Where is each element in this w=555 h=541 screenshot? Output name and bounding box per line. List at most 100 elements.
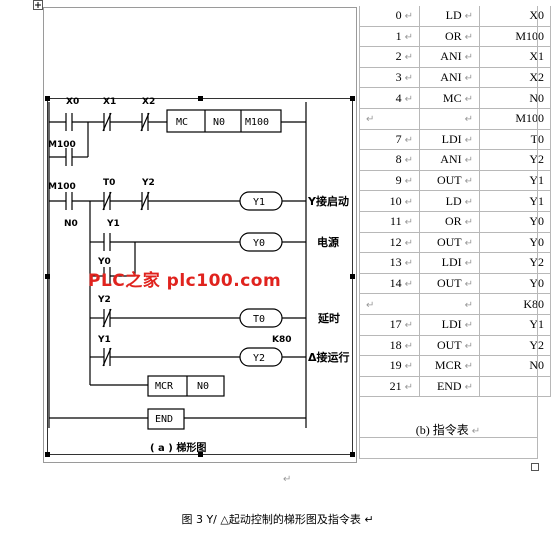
contact-label-m100-b: M100 [48,182,76,192]
contact-label-y0: Y0 [97,257,111,267]
paragraph-mark: ↵ [404,217,413,229]
cell-text: LDI [441,317,462,332]
cell-text: 17 [389,317,402,332]
table-cell-arg: X0 [479,6,551,27]
table-cell-op: OUT↵ [419,335,480,357]
cell-text: K80 [523,296,544,311]
table-row: 17↵ LDI↵ Y1 [359,314,551,336]
table-cell-step: ↵ [359,293,420,315]
cell-text: OUT [436,234,462,249]
paragraph-mark: ↵ [464,320,473,332]
table-row: 0↵LD↵X0 [359,6,551,27]
table-row: 3↵ANI↵X2 [359,67,551,89]
table-row: 2↵ANI↵X1 [359,46,551,68]
table-cell-arg [479,376,551,398]
contact-label-t0: T0 [103,178,115,188]
table-bottom-border [359,458,538,459]
paragraph-mark: ↵ [404,381,413,393]
cell-text: ANI [440,152,462,167]
table-resize-handle[interactable] [531,463,539,471]
paragraph-mark: ↵ [464,217,473,229]
table-cell-step: 11↵ [359,211,420,233]
paragraph-mark: ↵ [404,196,413,208]
mcr-box-n0: N0 [197,381,209,392]
contact-label-y2-b: Y2 [97,295,111,305]
mc-box-n0: N0 [213,117,225,128]
paragraph-mark: ↵ [464,155,473,167]
paragraph-mark: ↵ [464,93,473,105]
paragraph-mark: ↵ [404,93,413,105]
cell-text: Y2 [529,338,544,352]
cell-text: Y0 [529,214,544,228]
cell-text: 8 [395,152,402,167]
paragraph-mark: ↵ [464,11,473,23]
table-row: 8↵ANI↵Y2 [359,149,551,171]
table-cell-op: MCR↵ [419,355,480,377]
paragraph-mark: ↵ [404,52,413,64]
table-cell-step: 14↵ [359,273,420,295]
paragraph-mark: ↵ [471,426,481,437]
coil-y2: Y2 [253,353,265,364]
label-delta-run: Δ接运行 [308,350,350,364]
contact-label-m100-a: M100 [48,140,76,150]
table-cell-arg: K80 [479,293,551,315]
contact-label-y1-a: Y1 [106,219,120,229]
contact-label-y2-a: Y2 [141,178,155,188]
coil-y1: Y1 [253,197,265,208]
table-cell-arg: Y0 [479,211,551,233]
contact-label-x0: X0 [66,97,79,107]
cell-text: LDI [441,131,462,146]
cell-text: ANI [440,70,462,85]
cell-text: MC [442,90,462,105]
paragraph-mark: ↵ [464,299,473,311]
contact-label-x2: X2 [142,97,155,107]
table-cell-step: 18↵ [359,335,420,357]
paragraph-mark: ↵ [464,73,473,85]
paragraph-mark: ↵ [404,176,413,188]
cell-text: 10 [389,193,402,208]
cell-text: OR [444,28,462,43]
instruction-table: 0↵LD↵X01↵OR↵M1002↵ANI↵X13↵ANI↵X24↵MC↵N0↵… [359,6,551,398]
paragraph-mark: ↵ [404,155,413,167]
contact-label-n0: N0 [64,219,78,229]
cell-text: 4 [395,90,402,105]
cell-text: N0 [529,91,544,105]
instruction-table-caption: (b) 指令表↵ [359,418,537,442]
paragraph-mark: ↵ [464,258,473,270]
table-caption-divider [359,437,537,438]
cell-text: LDI [441,255,462,270]
table-cell-op: OUT↵ [419,273,480,295]
table-cell-op: ↵ [419,108,480,130]
table-cell-op: ↵ [419,293,480,315]
cell-text: Y1 [529,317,544,331]
table-cell-step: 13↵ [359,252,420,274]
table-cell-step: 3↵ [359,67,420,89]
table-row: 13↵LDI↵Y2 [359,252,551,274]
table-cell-op: OR↵ [419,26,480,48]
paragraph-mark: ↵ [366,299,375,311]
cell-text: Y1 [529,194,544,208]
table-cell-op: END↵ [419,376,480,398]
coil-y0: Y0 [253,238,265,249]
table-cell-arg: N0 [479,87,551,109]
table-cell-step: 17↵ [359,314,420,336]
move-handle-icon[interactable] [33,0,43,10]
coil-t0: T0 [253,314,265,325]
table-row: 18↵OUT↵ Y2 [359,335,551,357]
table-cell-op: OUT↵ [419,170,480,192]
table-row: ↵ ↵ K80 [359,293,551,315]
table-cell-op: LDI↵ [419,252,480,274]
table-cell-arg: Y1 [479,314,551,336]
cell-text: X1 [529,49,544,63]
table-cell-arg: Y1 [479,190,551,212]
contact-label-y1-b: Y1 [97,335,111,345]
table-row: 19↵MCR↵N0 [359,355,551,377]
cell-text: 1 [395,28,402,43]
contact-label-x1: X1 [103,97,116,107]
paragraph-mark: ↵ [464,361,473,373]
table-cell-step: 4↵ [359,87,420,109]
paragraph-mark: ↵ [404,340,413,352]
label-y-start: Y接启动 [307,194,349,208]
paragraph-mark: ↵ [464,279,473,291]
figure-frame [43,7,357,463]
